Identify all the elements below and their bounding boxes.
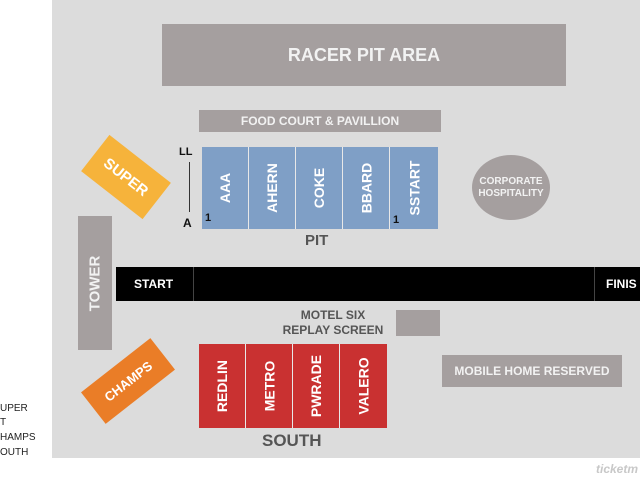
motel-six-line: MOTEL SIX [300, 308, 366, 322]
legend-item-super[interactable]: UPER [0, 403, 28, 414]
legend-item-south[interactable]: OUTH [0, 447, 29, 458]
row-label-top: LL [179, 146, 193, 158]
legend-item-champs[interactable]: HAMPS [0, 432, 36, 443]
motel-six-label: MOTEL SIX REPLAY SCREEN [278, 308, 388, 338]
south-section-redlin[interactable]: REDLIN [199, 344, 246, 428]
south-section-label: METRO [261, 360, 277, 412]
super-label: SUPER [100, 154, 152, 200]
south-section-label: PWRADE [308, 354, 325, 418]
row-label-bottom: A [183, 216, 192, 230]
legend-item-pit[interactable]: T [0, 417, 7, 428]
south-section-label: REDLIN [214, 359, 230, 413]
pit-section-bbard[interactable]: BBARD [343, 147, 390, 229]
track [116, 267, 640, 301]
replay-screen[interactable] [396, 310, 440, 336]
corporate-hospitality-label: CORPORATE HOSPITALITY [478, 175, 544, 199]
pit-section-label: COKE [310, 167, 327, 209]
pit-label: PIT [305, 232, 329, 249]
pit-section-label: BBARD [358, 162, 374, 214]
pit-section-label: AAA [217, 172, 233, 204]
replay-screen-line: REPLAY SCREEN [282, 323, 384, 337]
pit-section-ahern[interactable]: AHERN [249, 147, 296, 229]
south-label: SOUTH [262, 431, 322, 450]
track-divider-finish [594, 267, 595, 301]
track-divider-start [193, 267, 194, 301]
tower[interactable]: TOWER [78, 216, 112, 350]
south-section-label: VALERO [355, 357, 372, 415]
pit-section-coke[interactable]: COKE [296, 147, 343, 229]
row-marker-line [189, 162, 190, 212]
food-court-label: FOOD COURT & PAVILLION [240, 114, 400, 128]
mobile-home-label: MOBILE HOME RESERVED [454, 364, 610, 378]
racer-pit-area[interactable]: RACER PIT AREA [162, 24, 566, 86]
mobile-home-reserved[interactable]: MOBILE HOME RESERVED [442, 355, 622, 387]
pit-section-label: SSTART [406, 160, 422, 216]
pit-section-label: AHERN [264, 163, 280, 213]
pit-seat-number-right: 1 [393, 214, 400, 226]
finish-label: FINIS [606, 277, 637, 291]
racer-pit-area-label: RACER PIT AREA [287, 44, 441, 65]
food-court-pavillion[interactable]: FOOD COURT & PAVILLION [199, 110, 441, 132]
start-label: START [134, 277, 174, 291]
pit-section-aaa[interactable]: AAA [202, 147, 249, 229]
south-section-valero[interactable]: VALERO [340, 344, 387, 428]
pit-seat-number-left: 1 [205, 212, 212, 224]
tower-label: TOWER [86, 255, 104, 311]
pit-section-sstart[interactable]: SSTART [390, 147, 438, 229]
south-section-pwrade[interactable]: PWRADE [293, 344, 340, 428]
ticketmaster-watermark: ticketm [596, 462, 639, 476]
south-section-metro[interactable]: METRO [246, 344, 293, 428]
corporate-hospitality[interactable]: CORPORATE HOSPITALITY [472, 155, 550, 220]
